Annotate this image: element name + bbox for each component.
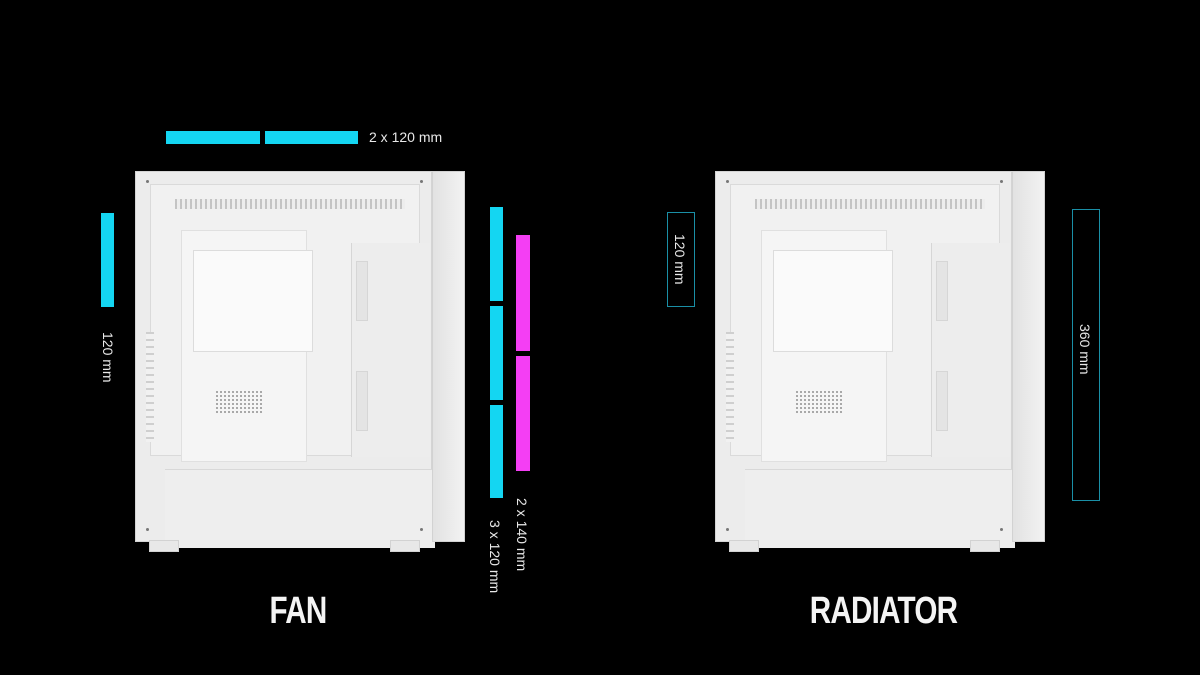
front-radiator-slot — [1072, 209, 1100, 501]
case-foot-left — [729, 540, 759, 552]
vent-holes — [795, 390, 843, 414]
case-side-panel — [715, 171, 1015, 548]
screw — [420, 528, 423, 531]
screw — [726, 180, 729, 183]
vent-holes — [215, 390, 263, 414]
case-front-panel — [1012, 171, 1045, 542]
case-interior — [150, 184, 435, 548]
rear-fan-slot — [101, 213, 114, 307]
screw — [146, 180, 149, 183]
top-fan-slot-1 — [166, 131, 260, 144]
case-interior — [730, 184, 1015, 548]
cpu-cutout — [773, 250, 893, 352]
top-vent — [755, 199, 985, 209]
fan-title: FAN — [269, 590, 328, 632]
screw — [1000, 528, 1003, 531]
pcie-slots — [726, 332, 734, 442]
case-foot-right — [390, 540, 420, 552]
screw — [146, 528, 149, 531]
front-fan-140-label: 2 x 140 mm — [514, 498, 530, 572]
front-fan-120-label: 3 x 120 mm — [487, 520, 503, 594]
top-fan-label: 2 x 120 mm — [369, 129, 443, 145]
radiator-title: RADIATOR — [809, 590, 958, 632]
pc-case-image-radiator — [715, 171, 1048, 553]
front-fan-120-slot-2 — [490, 306, 503, 400]
cpu-cutout — [193, 250, 313, 352]
top-fan-slot-2 — [265, 131, 358, 144]
front-fan-140-slot-2 — [516, 356, 530, 471]
front-fan-140-slot-1 — [516, 235, 530, 351]
front-fan-120-slot-3 — [490, 405, 503, 498]
case-foot-right — [970, 540, 1000, 552]
rear-radiator-slot — [667, 212, 695, 307]
front-radiator-label: 360 mm — [1077, 324, 1093, 375]
case-foot-left — [149, 540, 179, 552]
rear-fan-label: 120 mm — [100, 332, 116, 383]
grommet — [356, 261, 368, 321]
front-fan-120-slot-1 — [490, 207, 503, 301]
case-front-panel — [432, 171, 465, 542]
psu-shroud — [745, 469, 1015, 548]
pcie-slots — [146, 332, 154, 442]
screw — [726, 528, 729, 531]
grommet — [936, 261, 948, 321]
rear-radiator-label: 120 mm — [672, 234, 688, 285]
grommet — [356, 371, 368, 431]
grommet — [936, 371, 948, 431]
case-side-panel — [135, 171, 435, 548]
pc-case-image-fan — [135, 171, 468, 553]
psu-shroud — [165, 469, 435, 548]
screw — [1000, 180, 1003, 183]
screw — [420, 180, 423, 183]
top-vent — [175, 199, 405, 209]
